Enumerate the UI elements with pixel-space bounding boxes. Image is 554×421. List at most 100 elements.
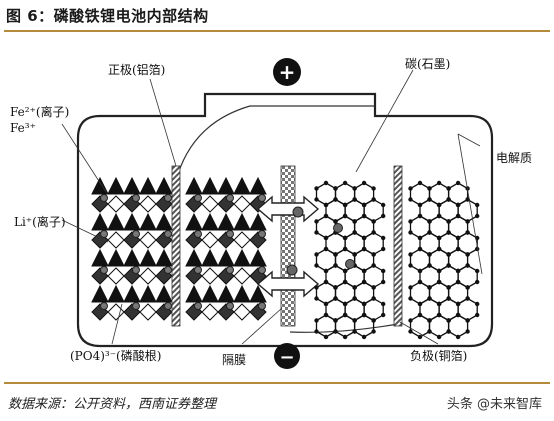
fepo4-tetrahedron: [201, 284, 219, 303]
fepo4-tetrahedron: [249, 284, 267, 303]
carbon-atom: [436, 268, 442, 274]
carbon-atom: [314, 318, 319, 323]
carbon-atom: [381, 213, 386, 219]
top-rule: [4, 30, 550, 32]
carbon-atom: [427, 318, 432, 323]
carbon-atom: [446, 252, 451, 257]
carbon-atom: [455, 246, 461, 252]
fepo4-tetrahedron: [91, 248, 109, 267]
carbon-atom: [408, 296, 413, 301]
lithium-ion: [132, 194, 140, 202]
li-ion-label: Li⁺(离子): [14, 214, 66, 229]
carbon-atom: [352, 296, 357, 301]
carbon-atom: [323, 235, 329, 241]
carbon-atom: [417, 268, 423, 274]
carbon-atom: [361, 202, 367, 208]
lithium-ion: [164, 230, 172, 238]
feo6-octahedron: [107, 231, 125, 249]
carbon-atom: [408, 263, 413, 268]
carbon-atom: [342, 180, 348, 186]
carbon-atom: [371, 296, 376, 301]
graphite-anode-right: [408, 180, 480, 340]
carbon-atom: [427, 230, 432, 235]
carbon-atom: [455, 213, 461, 219]
feo6-octahedron: [233, 267, 251, 285]
fepo4-tetrahedron: [123, 212, 141, 231]
copper-foil-collector: [393, 165, 403, 327]
carbon-atom: [333, 263, 338, 268]
carbon-atom: [417, 279, 423, 285]
carbon-atom: [342, 279, 348, 285]
carbon-atom: [427, 329, 432, 334]
feo6-octahedron: [201, 303, 219, 321]
fepo4-tetrahedron: [155, 176, 173, 195]
lithium-ions-migrating: [286, 206, 355, 276]
carbon-atom: [342, 235, 348, 241]
lithium-ion: [258, 266, 266, 274]
carbon-atom: [323, 334, 329, 340]
carbon-atom: [436, 246, 442, 252]
cathode-crystal-right: [185, 176, 267, 321]
carbon-atom: [446, 329, 451, 334]
carbon-atom: [352, 329, 357, 334]
carbon-atom: [371, 263, 376, 268]
battery-diagram: + − 正极(铝箔) Fe²⁺: [10, 57, 532, 369]
graphite-hexagon: [353, 314, 375, 338]
carbon-atom: [446, 263, 451, 268]
carbon-atom: [333, 318, 338, 323]
carbon-atom: [371, 329, 376, 334]
carbon-atom: [352, 285, 357, 290]
carbon-atom: [417, 301, 423, 307]
carbon-atom: [323, 213, 329, 219]
fepo4-tetrahedron: [185, 284, 203, 303]
cathode-collector-label: 正极(铝箔): [108, 62, 165, 77]
lithium-ion: [100, 194, 108, 202]
carbon-atom: [314, 197, 319, 202]
carbon-atom: [314, 252, 319, 257]
carbon-atom: [417, 202, 423, 208]
carbon-atom: [465, 329, 470, 334]
carbon-atom: [446, 186, 451, 191]
fepo4-tetrahedron: [107, 284, 125, 303]
carbon-atom: [465, 219, 470, 224]
lithium-ion: [194, 230, 202, 238]
carbon-atom: [323, 268, 329, 274]
carbon-atom: [342, 246, 348, 252]
carbon-atom: [314, 329, 319, 334]
fepo4-tetrahedron: [233, 284, 251, 303]
svg-text:−: −: [279, 347, 294, 368]
fepo4-tetrahedron: [155, 284, 173, 303]
fepo4-tetrahedron: [91, 176, 109, 195]
figure-title: 图 6：磷酸铁锂电池内部结构: [6, 7, 209, 25]
svg-text:+: +: [279, 60, 296, 84]
carbon-atom: [333, 197, 338, 202]
carbon-atom: [342, 312, 348, 318]
carbon-atom: [314, 263, 319, 268]
lithium-ion: [100, 266, 108, 274]
fe2-label: Fe²⁺(离子): [10, 104, 69, 119]
anode-collector-label: 负极(铜箔): [410, 348, 467, 363]
fepo4-tetrahedron: [139, 212, 157, 231]
carbon-atom: [314, 296, 319, 301]
carbon-atom: [465, 252, 470, 257]
carbon-atom: [436, 180, 442, 186]
lithium-ion: [132, 302, 140, 310]
feo6-octahedron: [139, 303, 157, 321]
carbon-atom: [361, 180, 367, 186]
fepo4-tetrahedron: [249, 248, 267, 267]
carbon-atom: [361, 334, 367, 340]
fepo4-tetrahedron: [107, 248, 125, 267]
carbon-atom: [427, 263, 432, 268]
feo6-octahedron: [201, 195, 219, 213]
carbon-atom: [455, 301, 461, 307]
carbon-atom: [436, 279, 442, 285]
carbon-atom: [408, 285, 413, 290]
lithium-ion: [164, 302, 172, 310]
negative-terminal-icon: −: [274, 343, 300, 369]
carbon-atom: [361, 301, 367, 307]
fepo4-tetrahedron: [155, 212, 173, 231]
carbon-atom: [371, 186, 376, 191]
cathode-connector-curve: [177, 105, 375, 175]
carbon-atom: [455, 202, 461, 208]
carbon-atom: [436, 301, 442, 307]
